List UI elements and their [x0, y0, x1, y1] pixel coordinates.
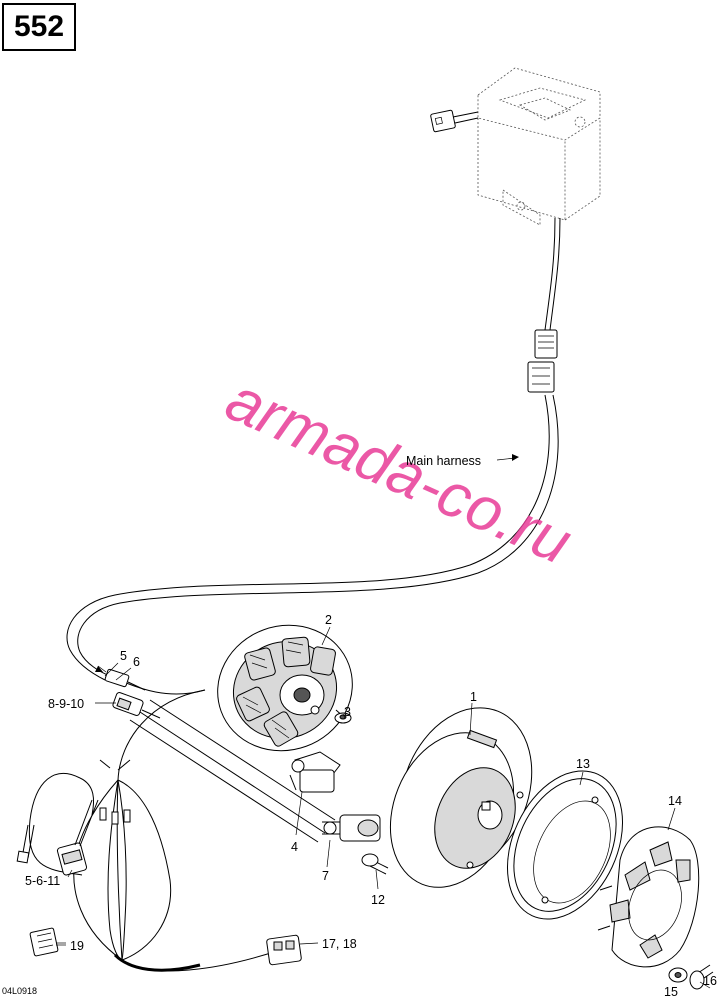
stator: [217, 624, 353, 752]
callout-14: 14: [668, 794, 682, 808]
harness-upper: [544, 217, 561, 331]
callout-5: 5: [120, 649, 127, 663]
connector-5-6-11: [56, 799, 99, 876]
main-harness-label: Main harness: [406, 454, 481, 468]
callout-16: 16: [703, 974, 717, 988]
starter-cup: [597, 826, 700, 968]
wire-bundle: [16, 689, 281, 972]
mounting-bar: [129, 699, 336, 843]
callout-1: 1: [470, 690, 477, 704]
screw-3: [334, 709, 352, 724]
watermark: armada-co.ru: [216, 365, 581, 578]
callout-15: 15: [664, 985, 678, 999]
bolt-12: [361, 853, 389, 875]
wire-tips: [99, 807, 131, 825]
sensor-7: [322, 814, 381, 842]
washer-15: [668, 967, 688, 983]
ignition-module-outline: [477, 67, 601, 226]
callout-5-6-11: 5-6-11: [25, 874, 60, 888]
connector-17-18: [266, 934, 319, 966]
callout-17-18: 17, 18: [322, 937, 357, 951]
trigger-coil: [289, 751, 341, 793]
callout-6: 6: [133, 655, 140, 669]
callout-2: 2: [325, 613, 332, 627]
ring-13: [506, 770, 624, 920]
flywheel: [389, 707, 533, 888]
callout-7: 7: [322, 869, 329, 883]
connector-5-6: [95, 665, 146, 691]
leader-lines: [56, 626, 711, 989]
callout-12: 12: [371, 893, 385, 907]
drawing-code: 04L0918: [2, 986, 37, 996]
callout-3: 3: [344, 705, 351, 719]
main-harness-label-arrow: [496, 454, 519, 461]
connector-8-9-10: [112, 692, 161, 719]
connector-19: [29, 927, 66, 957]
callout-13: 13: [576, 757, 590, 771]
screw-16: [689, 964, 714, 990]
harness-connector: [527, 329, 558, 393]
module-connector: [430, 109, 479, 133]
callout-4: 4: [291, 840, 298, 854]
callout-19: 19: [70, 939, 84, 953]
page-number: 552: [2, 3, 76, 51]
callout-8-9-10: 8-9-10: [48, 697, 84, 711]
